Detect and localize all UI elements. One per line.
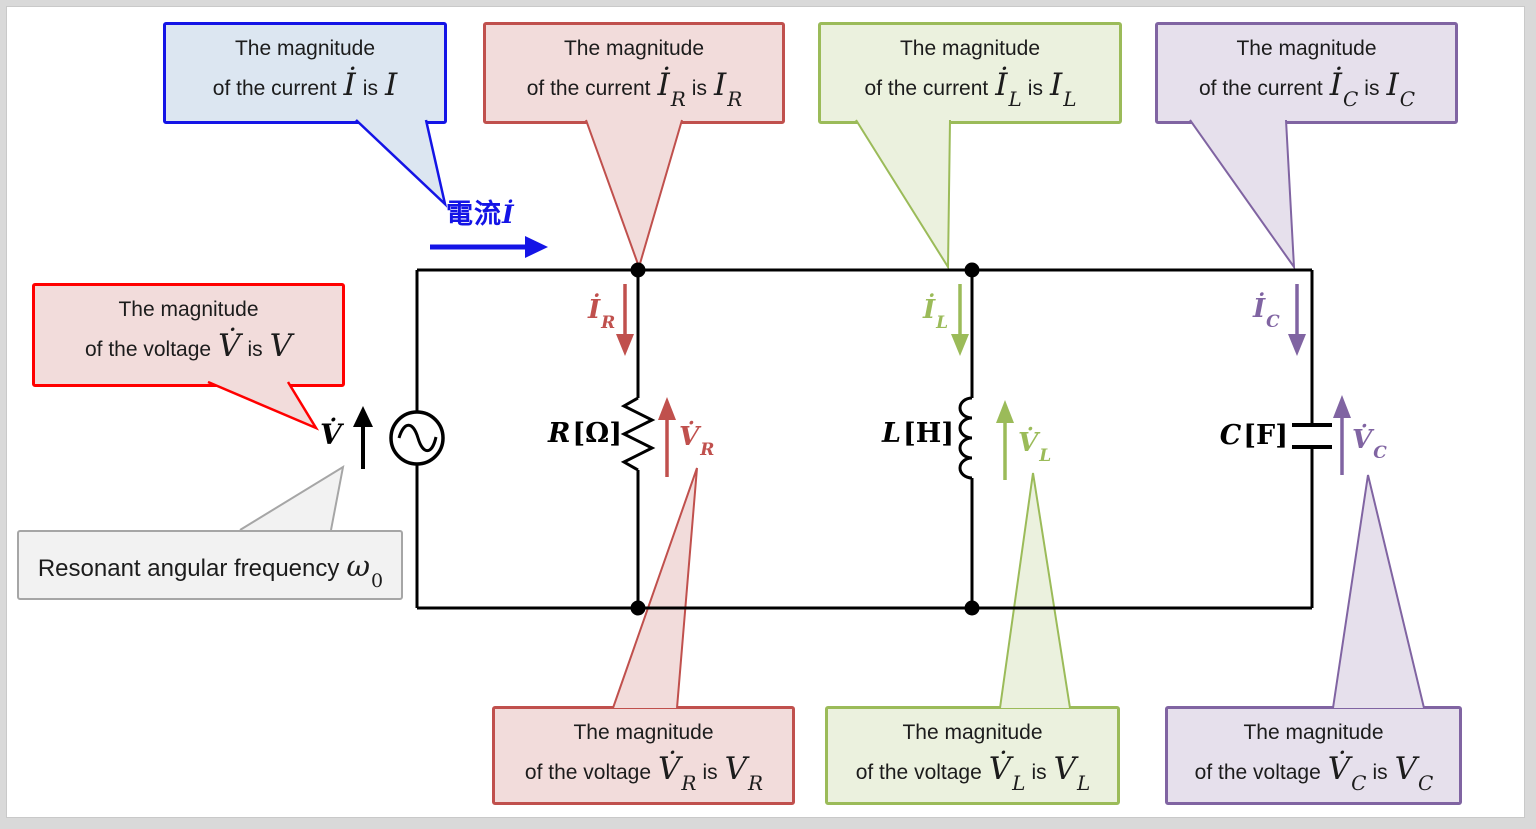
callout-prefix: of the current — [864, 77, 989, 101]
source-voltage-label: V̇ — [320, 418, 342, 451]
callout-line2: of the current İ is I — [166, 68, 444, 106]
callout-prefix: of the current — [1198, 77, 1323, 101]
phasor-symbol: İC — [1329, 67, 1359, 112]
phasor-symbol: V̇ — [218, 328, 241, 365]
ic-label: İC — [1253, 294, 1280, 333]
magnitude-symbol: V — [269, 328, 293, 365]
vr-label: V̇R — [679, 422, 715, 461]
callout-resonant-frequency: Resonant angular frequency ω0 — [17, 530, 403, 600]
vc-label: V̇C — [1352, 425, 1387, 464]
omega-symbol: ω0 — [346, 549, 384, 592]
phasor-symbol: İR — [657, 67, 686, 112]
callout-line2: of the current İR is IR — [486, 67, 782, 112]
magnitude-symbol: IL — [1049, 67, 1077, 112]
callout-line1: The magnitude — [573, 721, 714, 744]
callout-current-il: The magnitude of the current İL is IL — [818, 22, 1122, 124]
callout-mid: is — [691, 77, 707, 101]
callout-line2: of the current İC is IC — [1158, 67, 1455, 112]
magnitude-symbol: VL — [1053, 751, 1091, 796]
callout-line1: The magnitude — [563, 37, 705, 60]
callout-line1: The magnitude — [902, 721, 1043, 744]
phasor-symbol: İ — [343, 67, 356, 104]
callout-mid: is — [247, 338, 263, 362]
callout-voltage-vc: The magnitude of the voltage V̇C is VC — [1165, 706, 1462, 805]
phasor-symbol: V̇C — [1327, 751, 1367, 796]
callout-mid: is — [702, 761, 718, 785]
current-flow-label: 電流İ — [446, 199, 514, 229]
callout-prefix: of the voltage — [855, 761, 982, 785]
callout-voltage-v: The magnitude of the voltage V̇ is V — [32, 283, 345, 387]
callout-mid: is — [1372, 761, 1388, 785]
callout-prefix: of the current — [212, 77, 337, 101]
callout-mid: is — [1364, 77, 1380, 101]
callout-line1: The magnitude — [1236, 37, 1377, 60]
callout-line2: of the voltage V̇C is VC — [1168, 751, 1459, 796]
callout-current-ic: The magnitude of the current İC is IC — [1155, 22, 1458, 124]
callout-mid: is — [362, 77, 378, 101]
callout-voltage-vr: The magnitude of the voltage V̇R is VR — [492, 706, 795, 805]
callout-current-i: The magnitude of the current İ is I — [163, 22, 447, 124]
ir-label: İR — [588, 295, 616, 334]
callout-prefix: of the current — [526, 77, 651, 101]
callout-line2: of the voltage V̇ is V — [35, 329, 342, 363]
callout-prefix: of the voltage — [524, 761, 651, 785]
resistor-label: R[Ω] — [547, 418, 622, 449]
callout-line1: The magnitude — [899, 37, 1041, 60]
callout-voltage-vl: The magnitude of the voltage V̇L is VL — [825, 706, 1120, 805]
callout-line2: of the current İL is IL — [821, 67, 1119, 112]
callout-line1: The magnitude — [1243, 721, 1384, 744]
callout-line1: The magnitude — [118, 298, 259, 321]
callout-mid: is — [1031, 761, 1047, 785]
magnitude-symbol: I — [384, 67, 398, 104]
callout-prefix: of the voltage — [1194, 761, 1321, 785]
resonant-text: Resonant angular frequency — [37, 555, 340, 582]
callout-mid: is — [1027, 77, 1043, 101]
slide-background — [6, 6, 1525, 818]
phasor-symbol: V̇L — [988, 751, 1026, 796]
phasor-symbol: İL — [995, 67, 1022, 112]
inductor-label: L[H] — [881, 418, 954, 449]
callout-line2: of the voltage V̇R is VR — [495, 751, 792, 796]
magnitude-symbol: VR — [724, 751, 764, 796]
callout-current-ir: The magnitude of the current İR is IR — [483, 22, 785, 124]
magnitude-symbol: VC — [1394, 751, 1434, 796]
magnitude-symbol: IR — [713, 67, 743, 112]
callout-line2: Resonant angular frequency ω0 — [19, 532, 401, 617]
il-label: İL — [923, 295, 949, 334]
magnitude-symbol: IC — [1386, 67, 1416, 112]
callout-prefix: of the voltage — [84, 338, 212, 362]
callout-line2: of the voltage V̇L is VL — [828, 751, 1117, 796]
phasor-symbol: V̇R — [658, 751, 697, 796]
callout-line1: The magnitude — [234, 37, 376, 60]
capacitor-label: C[F] — [1219, 420, 1288, 451]
vl-label: V̇L — [1018, 428, 1052, 467]
